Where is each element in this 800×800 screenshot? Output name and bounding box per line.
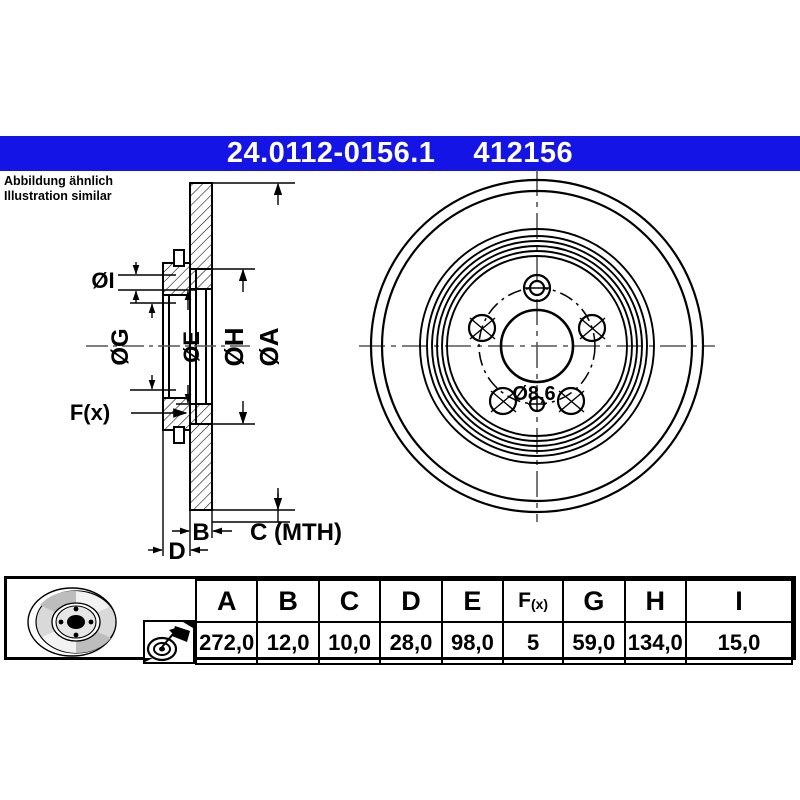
- table-header-Fx: F(x): [502, 579, 565, 623]
- table-value-H: 134,0: [623, 621, 688, 665]
- table-value-I: 15,0: [685, 621, 793, 665]
- brake-disc-icon-cell: [7, 580, 137, 664]
- dimension-label-Fx: F(x): [70, 400, 110, 425]
- friction-ring-lower: [189, 423, 213, 511]
- dimension-E: [176, 289, 196, 405]
- dimension-label-D: D: [168, 538, 185, 565]
- table-row-values: 272,0 12,0 10,0 28,0 98,0 5 59,0 134,0 1…: [7, 621, 793, 665]
- dimension-label-G: ØG: [107, 328, 134, 365]
- hole-diameter-label: Ø8,6: [512, 383, 555, 405]
- dimension-label-H: ØH: [219, 328, 249, 367]
- measuring-tool-icon-cell: [137, 580, 196, 664]
- table-value-D: 28,0: [379, 621, 443, 665]
- note-line-de: Abbildung ähnlich: [4, 174, 114, 188]
- header-banner: [0, 136, 800, 171]
- front-view-centerlines: [359, 170, 715, 522]
- dimension-C: [212, 493, 290, 523]
- dimension-H: [212, 268, 255, 425]
- specification-table: A B C D E F(x) G H I 272,0 12,0 10,0 28,…: [4, 576, 796, 665]
- table-header-I: I: [685, 579, 793, 623]
- table-row-headers: A B C D E F(x) G H I: [7, 579, 793, 664]
- dimension-label-B: B: [192, 519, 209, 546]
- dimension-label-C: C (MTH): [250, 519, 342, 546]
- hub-bore: [499, 308, 575, 384]
- measuring-tool-icon: [137, 580, 195, 664]
- locating-holes: [528, 279, 546, 413]
- table-header-C: C: [317, 579, 382, 623]
- table-header-E: E: [440, 579, 505, 623]
- table-header-H: H: [623, 579, 688, 623]
- dimension-G: [130, 302, 176, 391]
- dimension-label-I: ØI: [91, 268, 114, 293]
- friction-band-rings: [419, 228, 655, 464]
- part-number: 24.0112-0156.1: [226, 137, 436, 169]
- header-title-row: 24.0112-0156.1 412156: [0, 136, 800, 171]
- table-header-D: D: [379, 579, 443, 623]
- table-value-A: 272,0: [194, 621, 259, 665]
- hub-shoulder-notches: [173, 249, 185, 444]
- friction-ring-upper: [189, 182, 213, 270]
- front-view: Ø8,6: [359, 170, 715, 522]
- disc-outer-edges: [369, 178, 705, 514]
- brake-disc-icon: [7, 580, 137, 664]
- cross-section-view: ØI ØG ØE: [70, 182, 342, 565]
- table-header-B: B: [256, 579, 320, 623]
- dimension-label-E: ØE: [179, 331, 204, 363]
- dimension-B: [172, 510, 232, 538]
- spec-table-grid: A B C D E F(x) G H I 272,0 12,0 10,0 28,…: [7, 579, 793, 665]
- dimension-I: [118, 262, 176, 303]
- illustration-note: Abbildung ähnlich Illustration similar: [4, 174, 194, 204]
- reference-number: 412156: [473, 137, 574, 169]
- table-value-E: 98,0: [440, 621, 505, 665]
- fx-sub: (x): [530, 596, 549, 612]
- table-value-C: 10,0: [317, 621, 382, 665]
- table-header-A: A: [194, 579, 259, 623]
- note-line-en: Illustration similar: [4, 189, 112, 203]
- fx-main: F: [518, 589, 531, 612]
- dimension-label-A: ØA: [254, 327, 284, 366]
- friction-ring-faces: [189, 183, 213, 510]
- dimension-D: [148, 430, 208, 556]
- table-value-G: 59,0: [562, 621, 626, 665]
- table-value-Fx: 5: [502, 621, 565, 665]
- table-value-B: 12,0: [256, 621, 320, 665]
- table-header-G: G: [562, 579, 626, 623]
